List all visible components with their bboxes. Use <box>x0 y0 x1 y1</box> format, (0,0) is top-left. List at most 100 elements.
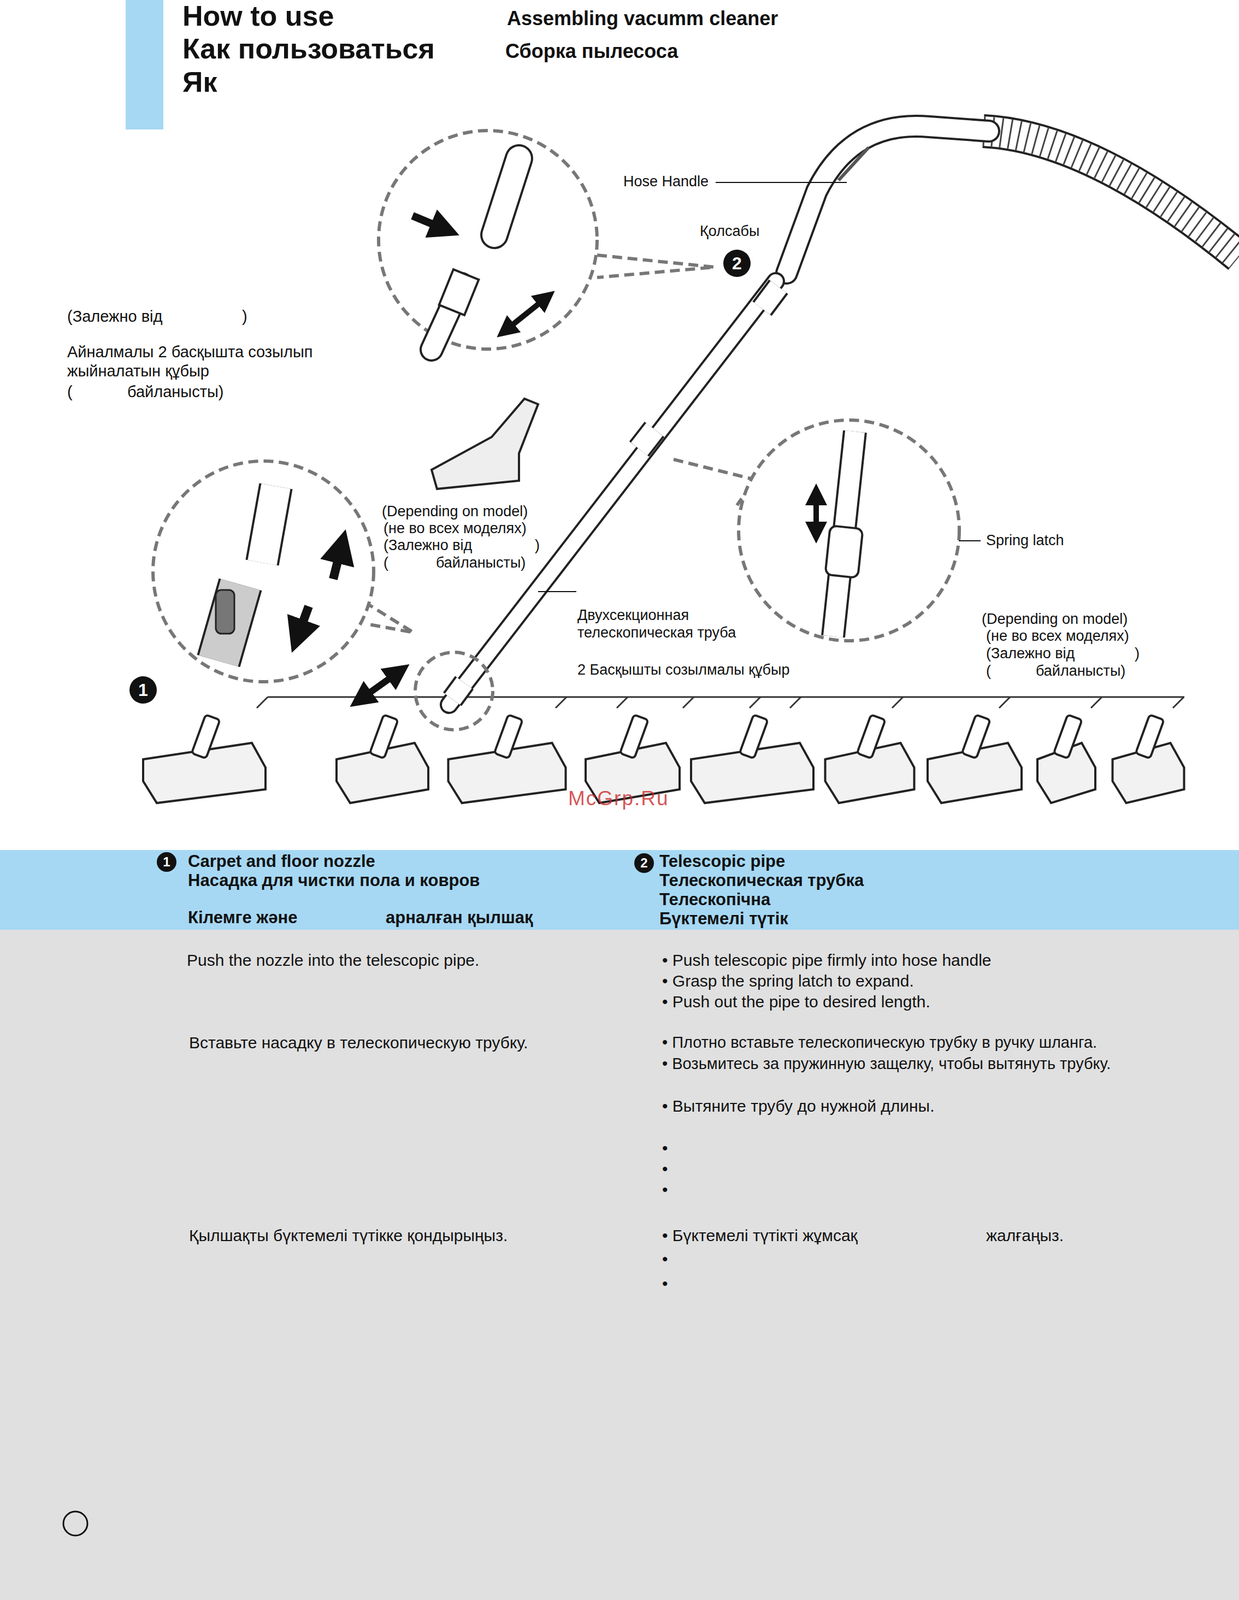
double-arrow <box>813 494 819 533</box>
zoom-wedge <box>673 459 755 506</box>
part-name: Айналмалы 2 басқышта созылып жыйналатын … <box>67 342 352 381</box>
up-arrow <box>333 546 342 580</box>
section-title: Assembling vacumm cleaner <box>506 6 778 31</box>
heading-text: Кілемге және <box>187 907 298 928</box>
hose-fill <box>983 131 1239 257</box>
note: ) <box>1134 644 1140 663</box>
zoom-wedge <box>597 255 715 278</box>
callout-number: 2 <box>634 853 654 873</box>
instruction: Вставьте насадку в телескопическую трубк… <box>189 1033 529 1053</box>
note: байланысты) <box>127 382 224 402</box>
note: ( <box>67 382 73 402</box>
slash-mark <box>256 697 268 708</box>
pipe-collar <box>762 286 779 309</box>
note: (не во всех моделях) <box>383 519 527 538</box>
nozzle-neck <box>369 714 399 759</box>
pipe-collar-fill <box>452 682 465 700</box>
instruction: Push the nozzle into the telescopic pipe… <box>186 950 480 971</box>
pipe-collar <box>452 682 465 700</box>
hose <box>983 131 1239 257</box>
part-name: Двухсекционная телескопическая труба <box>577 606 758 642</box>
slash-marks <box>555 697 1184 708</box>
nozzle-neck <box>191 714 221 759</box>
note: (не во всех моделях) <box>986 627 1130 645</box>
hose-ribs <box>983 131 1239 257</box>
zoom-circle <box>738 420 960 641</box>
note: байланысты) <box>435 553 526 572</box>
hose-handle-fill <box>786 126 989 274</box>
pipe-end <box>262 486 276 563</box>
instruction: Қылшақты бүктемелі түтікке қондырыңыз. <box>189 1225 508 1246</box>
baseline <box>267 696 1185 699</box>
pipe-latch <box>439 269 480 316</box>
heading-text: арналған қылшақ <box>385 907 534 928</box>
note: (Depending on model) <box>981 610 1128 628</box>
zoom-target <box>415 652 493 730</box>
page-title: How to use <box>182 0 334 33</box>
heading-text: Бүктемелі түтік <box>659 908 789 929</box>
part-name: 2 Басқышты созылмалы құбыр <box>577 661 790 679</box>
instruction: • Плотно вставьте телескопическую трубку… <box>662 1033 1097 1053</box>
instruction: • Вытяните трубу до нужной длины. <box>662 1096 935 1117</box>
heading-text: Carpet and floor nozzle <box>187 851 376 872</box>
push-arrow <box>412 215 446 230</box>
leader-line <box>715 181 847 184</box>
page-title: Как пользоваться <box>182 31 435 66</box>
note: (Depending on model) <box>381 502 528 521</box>
title-bar <box>125 0 164 130</box>
heading-text: Telescopic pipe <box>659 851 786 872</box>
section-title: Сборка пылесоса <box>505 39 678 63</box>
text-panel <box>0 929 1239 1600</box>
instruction: • Бүктемелі түтікті жұмсақ <box>662 1225 858 1246</box>
nozzle-button <box>215 590 235 634</box>
down-arrow <box>297 606 309 637</box>
heading-block: Telescopic pipeТелескопическая трубкаТел… <box>659 850 867 931</box>
instruction: • Push out the pipe to desired length. <box>662 992 931 1012</box>
bullet: • <box>662 1273 669 1294</box>
spring-latch-fill <box>639 429 655 450</box>
spring-latch <box>639 429 655 450</box>
heading-block: Carpet and floor nozzleНасадка для чистк… <box>187 850 536 930</box>
leader-line <box>538 591 577 593</box>
bullet: • <box>662 1138 669 1159</box>
note: (Залежно від <box>383 536 472 554</box>
zoom-circle <box>152 461 374 682</box>
watermark: McGrp.Ru <box>568 786 670 811</box>
nozzle-neck <box>962 714 991 759</box>
handle-slot <box>838 147 869 181</box>
callout-number: 1 <box>129 676 157 704</box>
nozzle-neck <box>1053 714 1083 759</box>
nozzle-neck <box>857 714 886 759</box>
bullet: • <box>662 1180 669 1200</box>
heading-text: Насадка для чистки пола и ковров <box>187 870 480 891</box>
part-name: Hose Handle <box>623 172 709 191</box>
handle-end-fill <box>494 158 519 235</box>
note: ( <box>383 553 389 572</box>
note: ) <box>242 307 248 327</box>
callout-number: 1 <box>156 852 177 872</box>
zoom-circle <box>378 130 598 350</box>
double-arrow <box>360 671 399 700</box>
note: ( <box>986 662 991 680</box>
page-number-circle <box>63 1511 88 1536</box>
instruction: жалғаңыз. <box>986 1225 1064 1246</box>
part-name: Қолсабы <box>699 222 760 240</box>
bullet: • <box>662 1159 669 1179</box>
nozzle-neck <box>494 714 523 759</box>
heading-text: Телескопическая трубка <box>659 870 864 891</box>
handle-end <box>494 158 519 235</box>
callout-number: 2 <box>723 249 751 277</box>
note: (Залежно від <box>67 307 163 327</box>
note: (Залежно від <box>986 644 1075 663</box>
page-title: Як <box>182 65 217 99</box>
bullet: • <box>662 1249 669 1270</box>
pipe-collar-fill <box>762 286 779 309</box>
pipe-end-fill <box>262 486 276 563</box>
nozzle-neck <box>1135 714 1165 759</box>
spring-latch <box>824 525 863 578</box>
part-name: Spring latch <box>986 531 1065 550</box>
note: ) <box>534 536 540 554</box>
instruction: • Возьмитесь за пружинную защелку, чтобы… <box>662 1054 1143 1074</box>
hose-handle <box>786 126 989 274</box>
